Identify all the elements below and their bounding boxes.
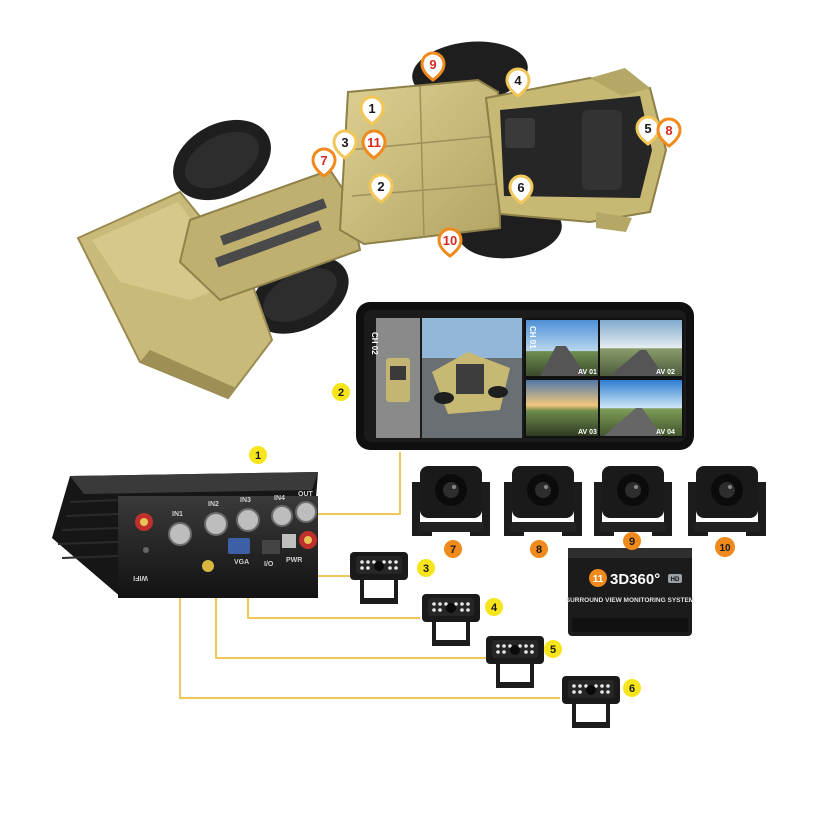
loader-pin-7: 7 [311, 147, 337, 178]
svg-text:6: 6 [629, 683, 635, 695]
loader-pin-11: 11 [361, 129, 387, 160]
mdvr-port-in2 [204, 512, 228, 536]
svg-text:10: 10 [719, 543, 731, 554]
loader-pin-label: 5 [644, 121, 651, 136]
mdvr-label-out: OUT [298, 491, 314, 498]
control-box-hd-text: HD [671, 577, 680, 583]
monitor-av01-label: AV 01 [578, 369, 597, 376]
mdvr-label-in1: IN1 [172, 511, 183, 518]
loader-pin-1: 1 [359, 95, 385, 126]
loader-pin-8: 8 [656, 117, 682, 148]
svg-text:9: 9 [629, 536, 635, 548]
loader-pin-3: 3 [332, 129, 358, 160]
monitor-view-3 [526, 380, 598, 436]
control-box-brand: 3D360° [610, 571, 660, 588]
svg-text:5: 5 [550, 644, 556, 656]
monitor-av03-label: AV 03 [578, 429, 597, 436]
mdvr-io-port [262, 540, 280, 554]
badge-8: 8 [530, 540, 548, 558]
surround-camera-7 [412, 466, 490, 536]
svg-text:2: 2 [338, 387, 344, 399]
svg-text:1: 1 [255, 450, 261, 462]
monitor-display: CH 02 CH 01 AV 01 AV 02 AV 03 AV 04 [356, 302, 694, 450]
svg-text:3: 3 [423, 563, 429, 575]
loader-pin-label: 9 [429, 57, 436, 72]
surround-camera-8 [504, 466, 582, 536]
side-camera-6 [562, 676, 620, 728]
loader-pin-9: 9 [420, 51, 446, 82]
control-box-number: 11 [593, 574, 604, 585]
badge-9: 9 [623, 532, 641, 550]
mdvr-port-in3 [236, 508, 260, 532]
monitor-av04-label: AV 04 [656, 429, 675, 436]
badge-3: 3 [417, 559, 435, 577]
badge-4: 4 [485, 598, 503, 616]
svg-text:4: 4 [491, 602, 498, 614]
mdvr-wifi-led [143, 547, 149, 553]
svg-text:8: 8 [536, 544, 542, 556]
mdvr-label-in4: IN4 [274, 495, 285, 502]
loader-pin-10: 10 [437, 227, 463, 258]
svg-text:7: 7 [450, 544, 456, 556]
loader-pin-2: 2 [368, 173, 394, 204]
monitor-ch01-label: CH 01 [528, 326, 537, 349]
loader-pin-label: 7 [320, 153, 327, 168]
mdvr-pwr-port [282, 534, 296, 548]
surround-camera-9 [594, 466, 672, 536]
mdvr-label-in3: IN3 [240, 497, 251, 504]
mdvr-port-in4 [271, 505, 293, 527]
loader-pin-6: 6 [508, 174, 534, 205]
loader-pin-label: 6 [517, 180, 524, 195]
loader-pin-label: 4 [514, 73, 522, 88]
mdvr-label-io: I/O [264, 561, 274, 568]
badge-1: 1 [249, 446, 267, 464]
surround-control-box: 11 3D360° HD SURROUND VIEW MONITORING SY… [566, 548, 694, 636]
loader-tire-front-left [173, 119, 271, 201]
mdvr-label-pwr: PWR [286, 557, 302, 564]
side-camera-4 [422, 594, 480, 646]
mdvr-vga-port [228, 538, 250, 554]
wheel-loader-illustration [76, 41, 668, 400]
loader-pin-label: 10 [443, 233, 457, 248]
surround-camera-10 [688, 466, 766, 536]
loader-pin-label: 2 [377, 179, 384, 194]
side-camera-5 [486, 636, 544, 688]
monitor-ch02-label: CH 02 [370, 332, 379, 355]
loader-pin-label: 11 [367, 135, 381, 150]
mdvr-port-out [295, 501, 317, 523]
badge-6: 6 [623, 679, 641, 697]
wire-monitor [318, 452, 401, 515]
mdvr-label-wifi: WIFI [133, 574, 148, 581]
mdvr-mount-hole [202, 560, 214, 572]
loader-pin-label: 1 [368, 101, 375, 116]
mdvr-label-vga: VGA [234, 559, 249, 566]
badge-10: 10 [715, 537, 735, 557]
control-box-number-circle [589, 569, 607, 587]
mdvr-recorder: WIFI VGA I/O PWR IN1 IN2 IN3 IN4 OUT [52, 472, 318, 598]
loader-pin-label: 8 [665, 123, 672, 138]
side-camera-3 [350, 552, 408, 604]
badge-5: 5 [544, 640, 562, 658]
control-box-hd-badge [668, 574, 682, 583]
loader-pin-label: 3 [341, 135, 348, 150]
loader-camera-pins: 1 2 3 4 5 6 7 8 9 10 11 [311, 51, 682, 258]
badge-7: 7 [444, 540, 462, 558]
mdvr-port-in1 [168, 522, 192, 546]
monitor-av02-label: AV 02 [656, 369, 675, 376]
mdvr-label-in2: IN2 [208, 501, 219, 508]
control-box-tagline: SURROUND VIEW MONITORING SYSTEM [566, 597, 694, 604]
loader-pin-4: 4 [505, 67, 531, 98]
badge-2: 2 [332, 383, 350, 401]
